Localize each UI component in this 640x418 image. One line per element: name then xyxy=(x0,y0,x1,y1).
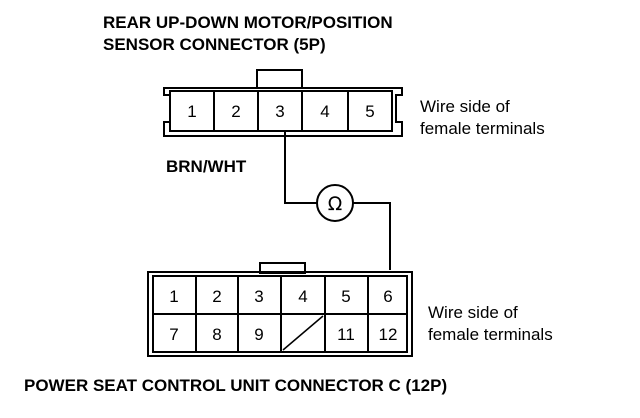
bottom-pin-3: 3 xyxy=(254,287,263,306)
ohm-icon: Ω xyxy=(328,193,343,215)
bottom-pin-4: 4 xyxy=(298,287,307,306)
bottom-pin-7: 7 xyxy=(169,325,178,344)
top-pin-4: 4 xyxy=(320,102,329,121)
top-connector-title-line2: SENSOR CONNECTOR (5P) xyxy=(103,35,326,54)
top-connector-lock-tab xyxy=(256,69,303,89)
bottom-pin-2: 2 xyxy=(212,287,221,306)
bottom-connector-housing xyxy=(147,271,413,357)
top-side-label-line2: female terminals xyxy=(420,119,545,138)
bottom-side-label-line1: Wire side of xyxy=(428,303,518,322)
bottom-pin-11: 11 xyxy=(337,325,355,344)
bottom-pin-12: 12 xyxy=(379,325,398,344)
top-connector-title-line1: REAR UP-DOWN MOTOR/POSITION xyxy=(103,13,393,32)
bottom-pin-6: 6 xyxy=(383,287,392,306)
blank-cavity-mark xyxy=(282,315,324,351)
ohmmeter-circle xyxy=(316,184,354,222)
ohmmeter-symbol: Ω xyxy=(316,184,354,222)
top-pin-2: 2 xyxy=(231,102,240,121)
top-connector-pin-box xyxy=(169,90,393,132)
bottom-pin-5: 5 xyxy=(341,287,350,306)
top-side-label-line1: Wire side of xyxy=(420,97,510,116)
bottom-pin-9: 9 xyxy=(254,325,263,344)
wire-color-label: BRN/WHT xyxy=(166,157,247,176)
top-connector xyxy=(163,69,403,137)
bottom-connector xyxy=(147,262,413,357)
top-pin-1: 1 xyxy=(187,102,196,121)
top-pin-3: 3 xyxy=(275,102,284,121)
bottom-pin-1: 1 xyxy=(169,287,178,306)
bottom-connector-title: POWER SEAT CONTROL UNIT CONNECTOR C (12P… xyxy=(24,376,447,395)
top-pin-5: 5 xyxy=(365,102,374,121)
bottom-pin-8: 8 xyxy=(212,325,221,344)
bottom-side-label-line2: female terminals xyxy=(428,325,553,344)
test-lead-wire xyxy=(284,131,391,270)
